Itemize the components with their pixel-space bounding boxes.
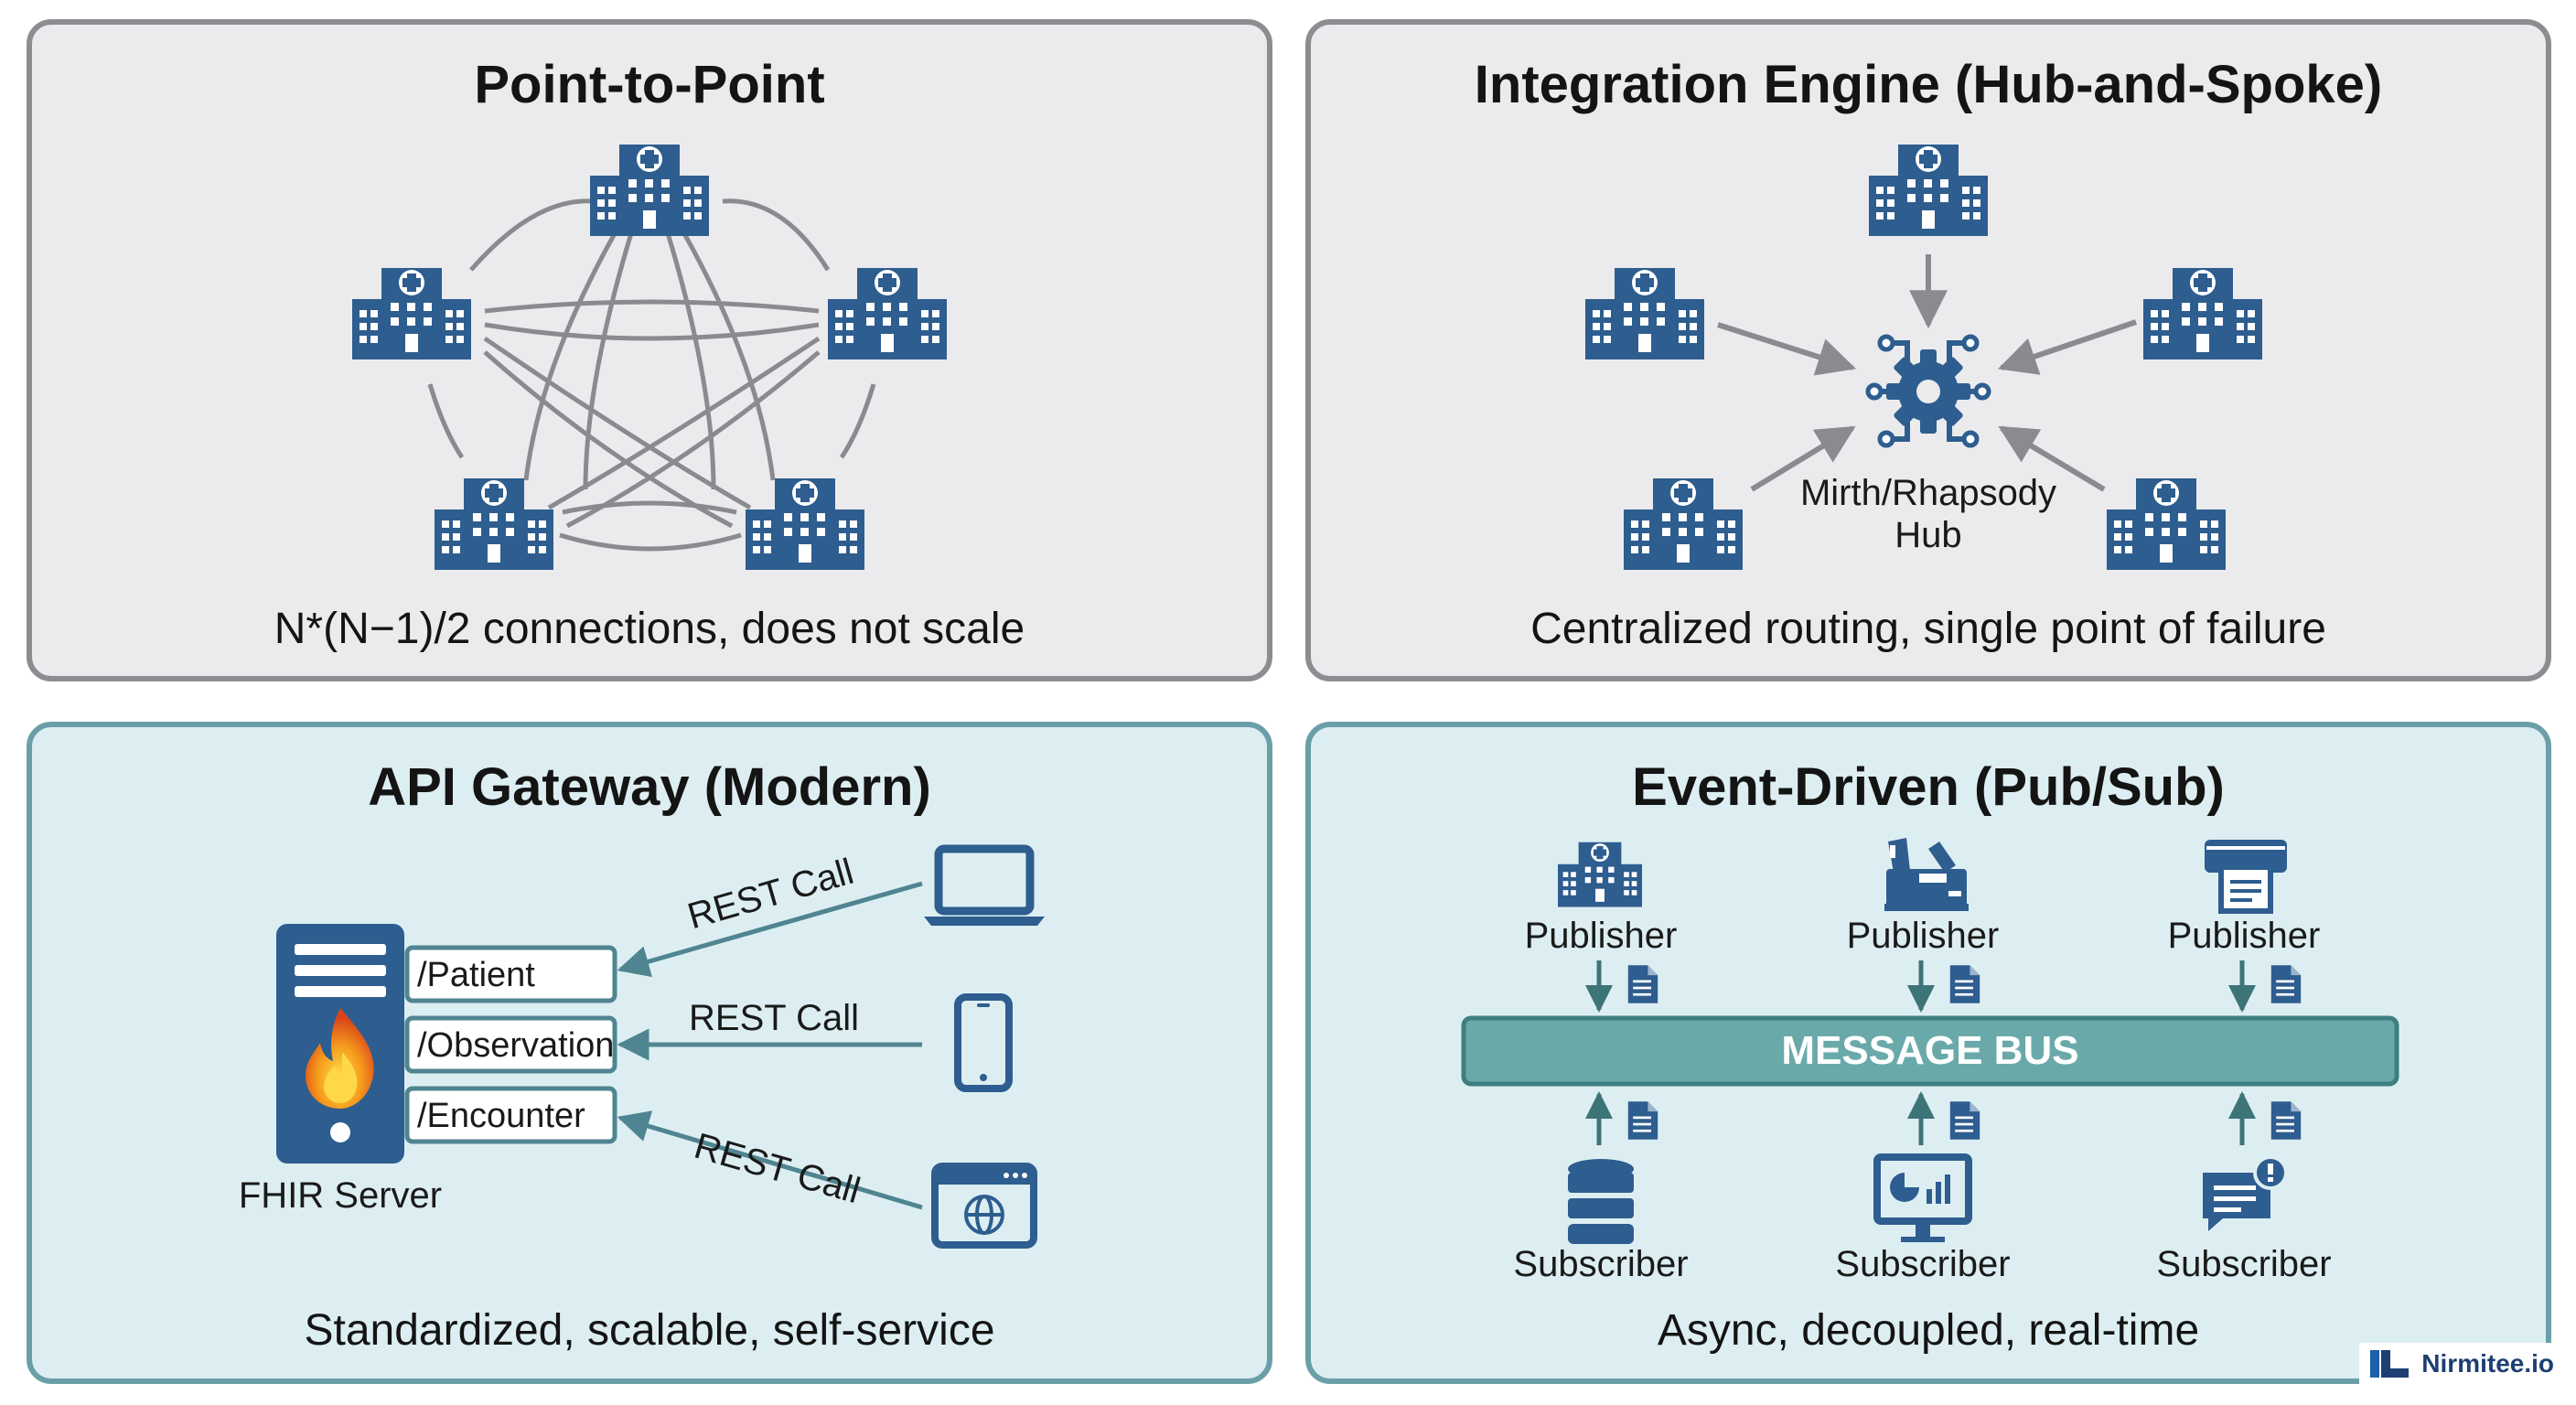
connection-line [483,336,752,510]
panel-caption: Async, decoupled, real-time [1658,1306,2199,1355]
endpoint-list: /Patient /Observation /Encounter [404,945,617,1144]
gear-circuit-icon [1865,334,1991,448]
subscriber-label: Subscriber [1835,1244,2010,1284]
hub-label-line1: Mirth/Rhapsody [1800,473,2056,513]
connection-line [722,198,831,272]
connection-line [679,227,776,481]
dashboard-monitor-icon [1873,1153,1972,1242]
flame-icon [306,1008,374,1109]
browser-globe-icon [931,1163,1037,1249]
connection-line [583,232,634,490]
database-icon [1568,1159,1634,1244]
hub-label-line2: Hub [1894,515,1961,555]
connection-line [523,227,620,481]
document-icon [1949,965,1980,1003]
document-icon [1949,1101,1980,1140]
connection-line [665,232,716,490]
subscribe-arrows [1585,1091,2256,1145]
spoke-arrow [1750,425,1856,492]
panel-hub-and-spoke: Integration Engine (Hub-and-Spoke) [1305,19,2551,681]
spoke-arrows [1717,254,2137,492]
subscriber-label: Subscriber [2156,1244,2331,1284]
connection-line [484,299,820,314]
spoke-arrow [1998,425,2106,492]
endpoint-box [404,1086,617,1144]
connection-line [547,336,821,510]
endpoint-label: /Patient [417,956,535,994]
document-icon [2270,1101,2302,1140]
connection-line [427,383,465,459]
publish-arrows [1585,960,2256,1013]
brand-watermark: Nirmitee.io [2359,1343,2563,1385]
chat-alert-icon [2203,1155,2288,1231]
panel-title: Integration Engine (Hub-and-Spoke) [1475,55,2382,114]
brand-logo-icon [2370,1350,2410,1378]
document-icon [2270,965,2302,1003]
document-icon [1627,965,1658,1003]
subscriber-label: Subscriber [1513,1244,1688,1284]
laptop-icon [924,844,1045,926]
panel-event-driven: Event-Driven (Pub/Sub) Publisher Publish… [1305,722,2551,1384]
panel-caption: Centralized routing, single point of fai… [1530,605,2326,653]
document-icon [1627,1101,1658,1140]
endpoint-box [404,1015,617,1074]
panel-title: Point-to-Point [474,55,824,114]
publisher-label: Publisher [1847,916,2000,956]
panel-frame [27,19,1272,681]
publisher-label: Publisher [2168,916,2321,956]
spoke-arrow [1717,322,1857,376]
message-bus [1461,1015,2399,1087]
spoke-arrow [1998,319,2137,375]
connection-line [484,322,820,341]
microscope-lab-icon [1884,838,1969,911]
mesh-connections [427,198,876,552]
panel-api-gateway: API Gateway (Modern) FHIR Server /Patien… [27,722,1272,1384]
endpoint-box [404,945,617,1003]
rest-call-arrow [617,881,923,978]
message-bus-label: MESSAGE BUS [1781,1028,2078,1073]
connection-line [469,198,596,272]
printer-icon [2205,840,2287,914]
panel-frame [27,722,1272,1384]
connection-line [559,532,742,552]
server-label: FHIR Server [239,1175,442,1216]
request-arrows [617,881,923,1210]
panel-title: API Gateway (Modern) [368,757,931,817]
panel-title: Event-Driven (Pub/Sub) [1632,757,2225,817]
endpoint-label: /Encounter [417,1097,585,1135]
panel-caption: Standardized, scalable, self-service [304,1306,994,1355]
publisher-label: Publisher [1525,916,1678,956]
panel-point-to-point: Point-to-Point N*(N−1)/2 connect [27,19,1272,681]
panel-caption: N*(N−1)/2 connections, does not scale [274,605,1025,653]
endpoint-label: /Observation [417,1026,614,1065]
connection-line [562,500,737,515]
smartphone-icon [954,993,1013,1092]
rest-call-arrow [617,1110,923,1210]
rest-call-label: REST Call [689,998,859,1038]
brand-name: Nirmitee.io [2421,1349,2554,1378]
connection-line [839,383,876,459]
